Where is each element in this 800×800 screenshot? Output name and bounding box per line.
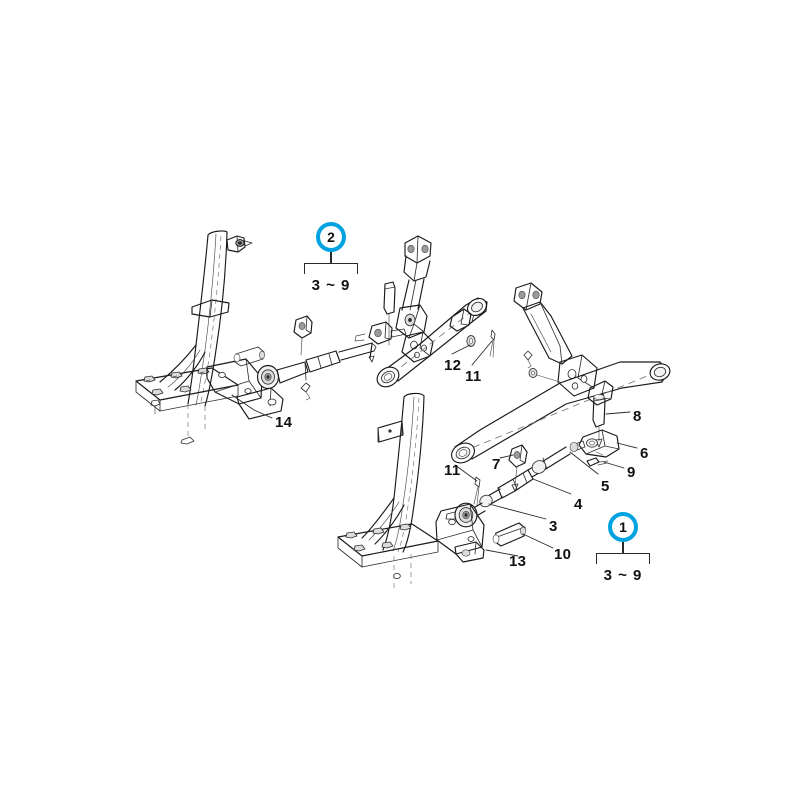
callout-stem-1 xyxy=(622,542,624,553)
center-upper-link-assembly xyxy=(354,235,434,363)
part-label-3: 3 xyxy=(549,518,558,535)
center-small-parts xyxy=(466,329,496,358)
callout-ring-icon-1 xyxy=(608,512,638,542)
part13-bracket xyxy=(435,503,485,563)
part-label-10: 10 xyxy=(554,546,572,563)
callout-bracket-1 xyxy=(596,553,650,564)
left-mounting-bracket-part14 xyxy=(206,358,284,420)
left-rod-assembly xyxy=(233,315,377,401)
callout-stem-2 xyxy=(330,252,332,263)
part-label-4: 4 xyxy=(574,496,583,513)
part6-bracket xyxy=(569,429,620,458)
callout-bracket-2 xyxy=(304,263,358,274)
callout-range-label-2: 3 ~ 9 xyxy=(311,277,351,294)
callout-marker-1[interactable]: 1 3 ~ 9 xyxy=(580,512,666,584)
right-upper-link-assembly xyxy=(513,282,598,397)
part-label-12: 12 xyxy=(444,357,462,374)
center-post-assembly xyxy=(337,392,439,590)
leader-lines xyxy=(231,340,638,557)
callout-circle-2[interactable]: 2 xyxy=(316,222,346,252)
callout-ring-icon-2 xyxy=(316,222,346,252)
left-post-assembly xyxy=(135,230,253,445)
callout-number-1: 1 xyxy=(619,519,627,535)
callout-range-label-1: 3 ~ 9 xyxy=(603,567,643,584)
part-label-13: 13 xyxy=(509,553,527,570)
callout-circle-1[interactable]: 1 xyxy=(608,512,638,542)
part-label-7: 7 xyxy=(492,456,501,473)
part-label-14: 14 xyxy=(275,414,293,431)
part8-pin xyxy=(592,393,606,448)
callout-marker-2[interactable]: 2 3 ~ 9 xyxy=(288,222,374,294)
part9-clip xyxy=(586,457,609,467)
part-label-9: 9 xyxy=(627,464,636,481)
right-lift-arm xyxy=(450,361,671,464)
center-lift-arm-left xyxy=(376,297,488,388)
part-label-11-upper: 11 xyxy=(465,368,482,385)
part-label-8: 8 xyxy=(633,408,642,425)
part-label-6: 6 xyxy=(640,445,649,462)
part-label-11-lower: 11 xyxy=(444,462,461,479)
callout-number-2: 2 xyxy=(327,229,335,245)
part-label-5: 5 xyxy=(601,478,610,495)
